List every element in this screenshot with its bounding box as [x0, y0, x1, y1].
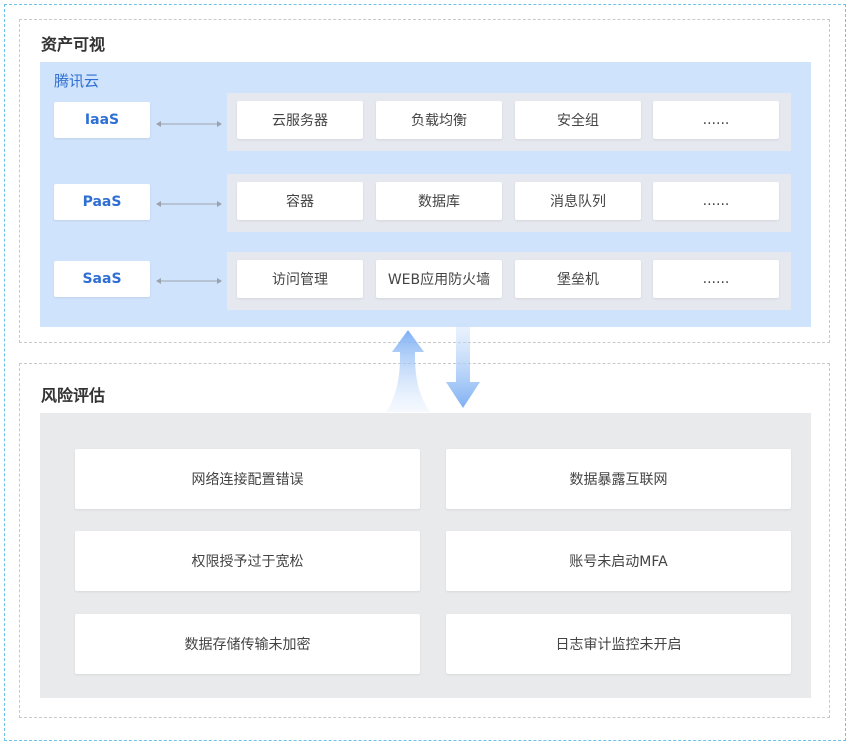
layer-item: 安全组 [515, 101, 641, 139]
saas-items-tray: 访问管理 WEB应用防火墙 堡垒机 ...... [227, 252, 791, 310]
layer-item: 数据库 [376, 182, 502, 220]
layer-item: 消息队列 [515, 182, 641, 220]
cloud-title: 腾讯云 [54, 72, 100, 90]
layer-item: 负载均衡 [376, 101, 502, 139]
risk-item: 数据存储传输未加密 [75, 614, 420, 674]
risk-item: 权限授予过于宽松 [75, 531, 420, 591]
layer-item: ...... [653, 260, 779, 298]
risk-item: 账号未启动MFA [446, 531, 791, 591]
outer-frame [4, 4, 846, 741]
layer-item: ...... [653, 101, 779, 139]
paas-items-tray: 容器 数据库 消息队列 ...... [227, 174, 791, 232]
layer-item: 云服务器 [237, 101, 363, 139]
up-arrow-icon [386, 330, 430, 412]
bidirectional-arrow-icon [156, 121, 222, 127]
layer-tag-paas: PaaS [54, 184, 150, 220]
down-arrow-icon [446, 322, 480, 408]
risk-item: 网络连接配置错误 [75, 449, 420, 509]
risk-panel: 网络连接配置错误 数据暴露互联网 权限授予过于宽松 账号未启动MFA 数据存储传… [40, 413, 811, 698]
bidirectional-arrow-icon [156, 278, 222, 284]
layer-tag-iaas: IaaS [54, 102, 150, 138]
risk-section-title: 风险评估 [41, 386, 106, 405]
flow-arrows [386, 322, 480, 412]
asset-section-title: 资产可视 [41, 35, 106, 54]
layer-item: 访问管理 [237, 260, 363, 298]
layer-item: ...... [653, 182, 779, 220]
bidirectional-arrow-icon [156, 201, 222, 207]
iaas-items-tray: 云服务器 负载均衡 安全组 ...... [227, 93, 791, 151]
layer-item: 容器 [237, 182, 363, 220]
risk-item: 日志审计监控未开启 [446, 614, 791, 674]
layer-item: 堡垒机 [515, 260, 641, 298]
layer-tag-saas: SaaS [54, 261, 150, 297]
risk-item: 数据暴露互联网 [446, 449, 791, 509]
layer-item: WEB应用防火墙 [376, 260, 502, 298]
